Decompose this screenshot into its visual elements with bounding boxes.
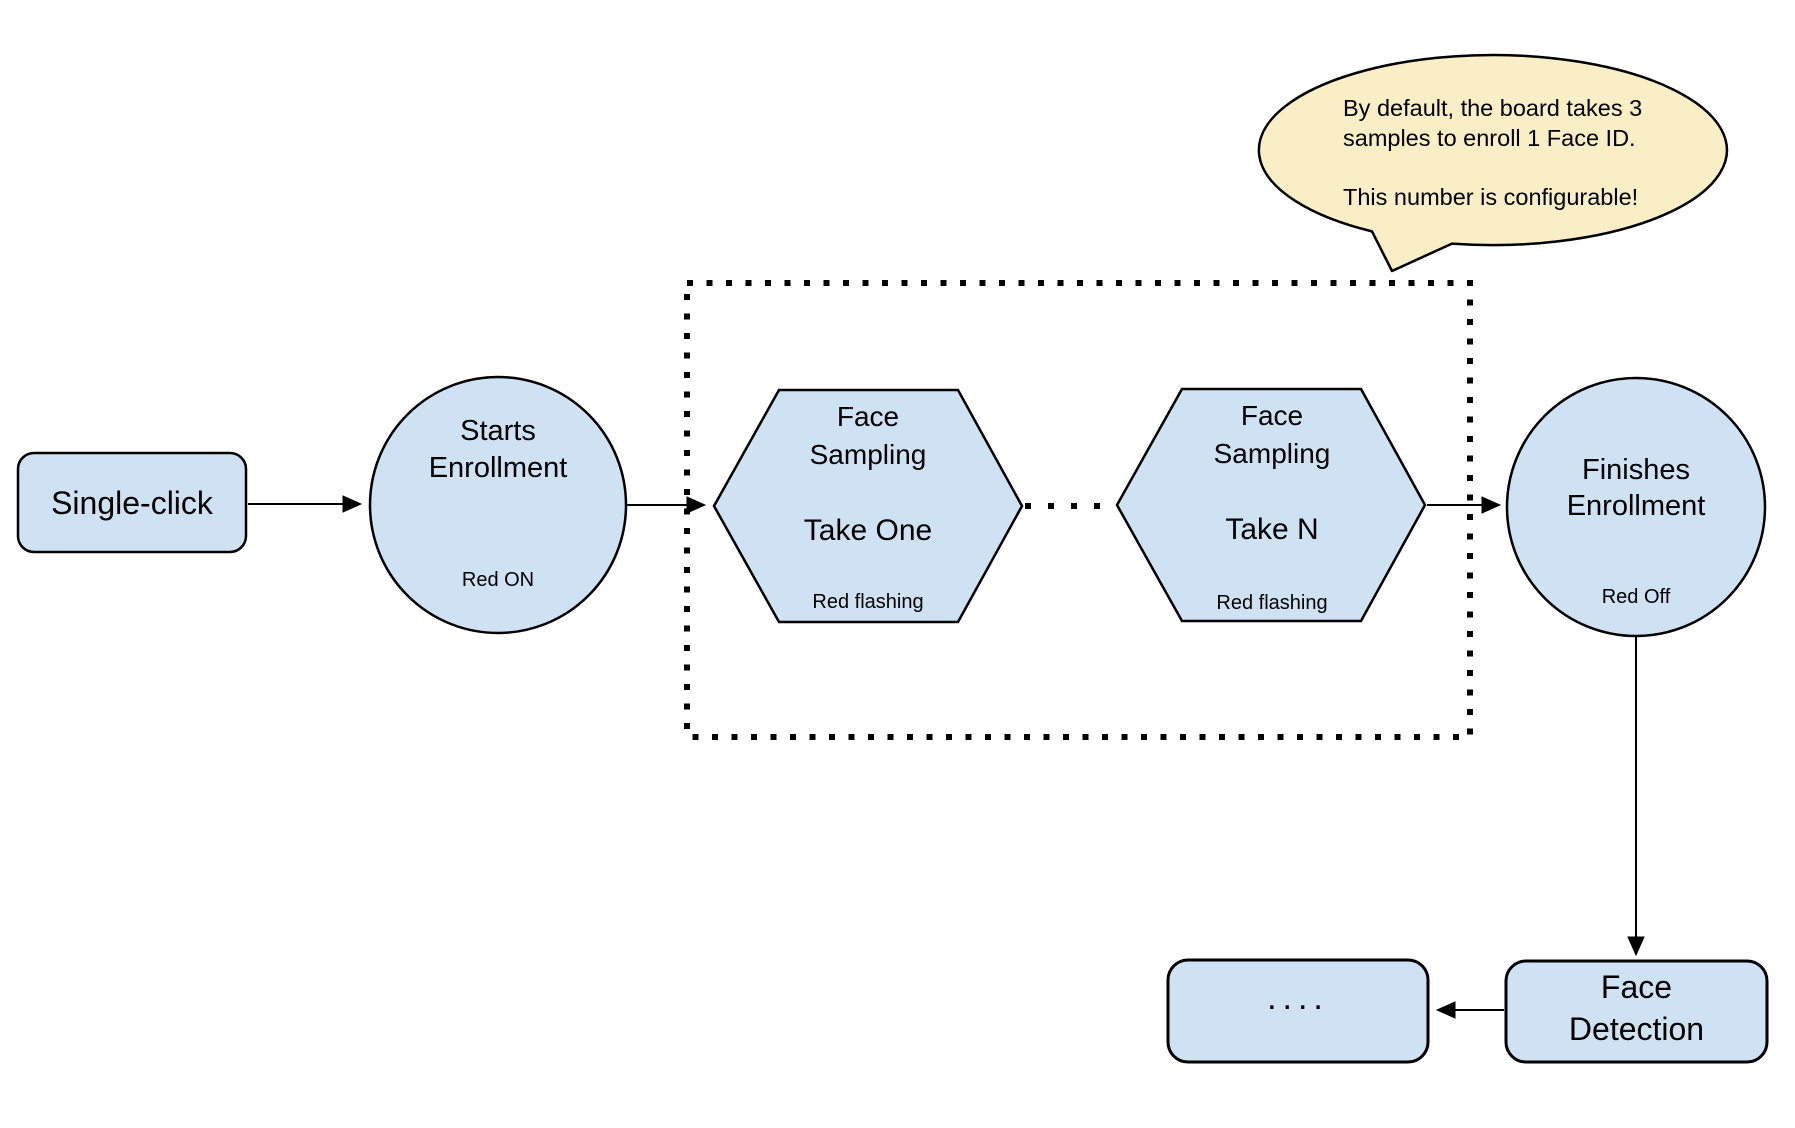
- finishes-enrollment-node-shape: [1505, 376, 1767, 638]
- face-sampling-take-n-label-line1: Face: [1240, 400, 1304, 431]
- take-n-label: Take N: [1225, 513, 1319, 546]
- single-click-label: Single-click: [51, 485, 213, 521]
- callout-text-line2: samples to enroll 1 Face ID.: [1343, 124, 1636, 151]
- callout-text-line4: This number is configurable!: [1343, 183, 1639, 210]
- starts-enrollment-node-shape: [368, 375, 628, 635]
- starts-enrollment-label-line2: Enrollment: [428, 452, 568, 484]
- callout-text-line1: By default, the board takes 3: [1343, 95, 1643, 121]
- starts-enrollment-label-line1: Starts: [460, 415, 536, 447]
- face-sampling-take-one-label-line1: Face: [836, 401, 900, 432]
- finishes-enrollment-label: Finishes Enrollment: [1516, 452, 1756, 524]
- starts-enrollment-led-status: Red ON: [461, 569, 535, 591]
- continuation-node-shape: [1166, 958, 1430, 1064]
- callout-bubble-shape: [1257, 53, 1729, 273]
- take-n-led-status: Red flashing: [1216, 592, 1328, 614]
- finishes-enrollment-label-line2: Enrollment: [1566, 490, 1706, 522]
- continuation-label: ....: [1267, 979, 1329, 1017]
- face-sampling-take-one-hexagon: [712, 388, 1024, 624]
- face-detection-label-line1: Face: [1600, 969, 1673, 1005]
- finishes-enrollment-label-line1: Finishes: [1582, 454, 1690, 486]
- face-sampling-take-n-label-line2: Sampling: [1213, 438, 1331, 469]
- callout-text-line3: [1343, 153, 1683, 183]
- face-detection-label-line2: Detection: [1568, 1011, 1705, 1047]
- face-sampling-take-n-hexagon: [1115, 387, 1427, 623]
- face-sampling-take-one-label: Face Sampling: [748, 398, 988, 474]
- starts-enrollment-label: Starts Enrollment: [378, 413, 618, 487]
- face-sampling-take-one-label-line2: Sampling: [809, 439, 927, 470]
- single-click-node-shape: [16, 451, 248, 554]
- callout-text: By default, the board takes 3 samples to…: [1343, 94, 1683, 212]
- take-one-label: Take One: [803, 514, 933, 547]
- face-detection-node-shape: [1504, 959, 1769, 1064]
- face-sampling-take-n-label: Face Sampling: [1152, 397, 1392, 473]
- take-one-led-status: Red flashing: [812, 591, 924, 613]
- finishes-enrollment-led-status: Red Off: [1601, 586, 1671, 608]
- face-detection-label: Face Detection: [1506, 966, 1767, 1050]
